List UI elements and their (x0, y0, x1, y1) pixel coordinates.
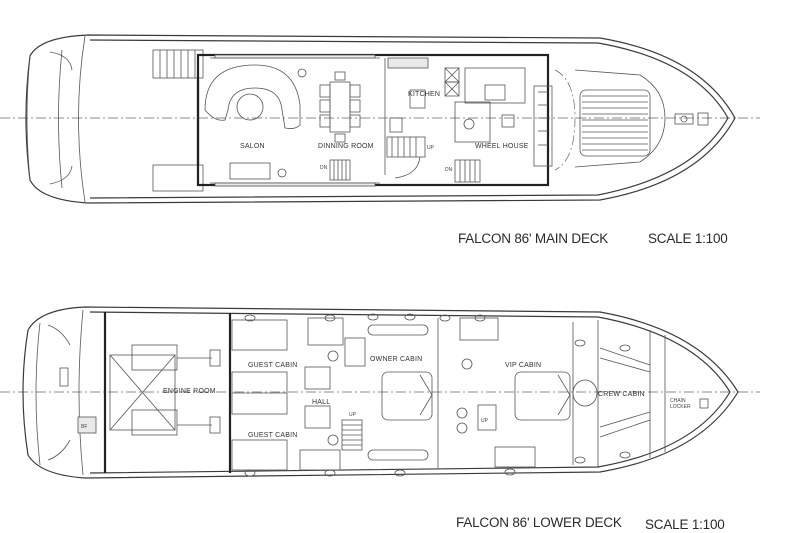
owner-cabin-sofa (367, 324, 429, 336)
crew-bunks (599, 347, 651, 438)
crew-head (572, 379, 598, 407)
helm-chair (501, 114, 515, 128)
hall-label: HALL (312, 399, 330, 406)
guest-head-1 (307, 317, 344, 346)
chain-locker-label-2: LOCKER (670, 404, 691, 410)
main-deck-scale: SCALE 1:100 (648, 231, 728, 246)
engine-starboard (131, 409, 178, 436)
wheelhouse-stairs-down (454, 159, 481, 183)
bf-marker: BF (81, 424, 87, 430)
lower-deck-hull-outline (22, 306, 739, 479)
salon-curved-sofa (204, 64, 301, 129)
guest-cabin-bed-2 (231, 439, 288, 471)
main-deck-title: FALCON 86' MAIN DECK (458, 231, 609, 246)
salon-windows (214, 182, 376, 187)
main-deck-plan: SALON DINNING ROOM DN KITCHEN UP (0, 34, 760, 204)
helm-console (533, 85, 553, 167)
wheelhouse-settee (464, 67, 526, 104)
cockpit-stairs-top (152, 49, 204, 79)
guest-head-2 (299, 449, 341, 471)
lower-deck-hull-inner (89, 311, 731, 474)
engine-port (131, 344, 178, 371)
crew-cabin-label: CREW CABIN (598, 391, 645, 398)
salon-coffee-table (236, 93, 264, 121)
main-deck-hull-outline (25, 34, 736, 204)
guest-cabin-2-label: GUEST CABIN (248, 432, 298, 439)
engine-room-label: ENGINE ROOM (163, 388, 216, 395)
lower-deck-scale: SCALE 1:100 (645, 517, 725, 532)
up-marker-lower-1: UP (349, 412, 357, 418)
lower-deck-title: FALCON 86' LOWER DECK (456, 515, 622, 530)
swim-platform (26, 55, 31, 181)
kitchen-counter (387, 57, 429, 69)
guest-cabin-bed-1 (231, 319, 288, 351)
salon-sideboard (229, 162, 271, 180)
dining-table (329, 81, 351, 133)
kitchen-stairs-up (386, 136, 426, 158)
stern-stair-arc-bottom (49, 165, 73, 185)
dining-room-label: DINNING ROOM (318, 143, 374, 150)
vip-cabin-label: VIP CABIN (505, 362, 541, 369)
kitchen-label: KITCHEN (408, 91, 440, 98)
up-marker-lower-2: UP (481, 418, 489, 424)
chain-locker-label-1: CHAIN (670, 398, 686, 404)
engine-block (109, 354, 176, 431)
foredeck-sunpad (579, 89, 651, 157)
vip-stairs (477, 404, 497, 431)
portholes (244, 313, 631, 477)
vip-cabin-bed (514, 371, 571, 421)
anchor-windlass (674, 113, 694, 125)
lower-deck-plan: BF ENGINE ROOM GUEST CABIN GUEST CABIN H… (0, 306, 760, 479)
cockpit-locker (152, 164, 204, 192)
dining-stairs-down (329, 159, 351, 181)
guest-cabin-1-label: GUEST CABIN (248, 362, 298, 369)
transom (78, 35, 86, 203)
up-marker-main: UP (427, 145, 435, 151)
salon-label: SALON (240, 143, 265, 150)
bf-box (77, 416, 97, 434)
owner-cabin-label: OWNER CABIN (370, 356, 422, 363)
dn-marker-1: DN (320, 165, 328, 171)
stern-stair-arc-top (49, 51, 73, 71)
vip-head (459, 317, 499, 341)
owner-cabin-bed (381, 371, 433, 421)
main-deck-hull-inner (89, 39, 729, 199)
wheelhouse-head (454, 101, 491, 143)
dn-marker-2: DN (445, 167, 453, 173)
kitchen-stove (389, 117, 403, 133)
wheel-house-label: WHEEL HOUSE (475, 143, 529, 150)
